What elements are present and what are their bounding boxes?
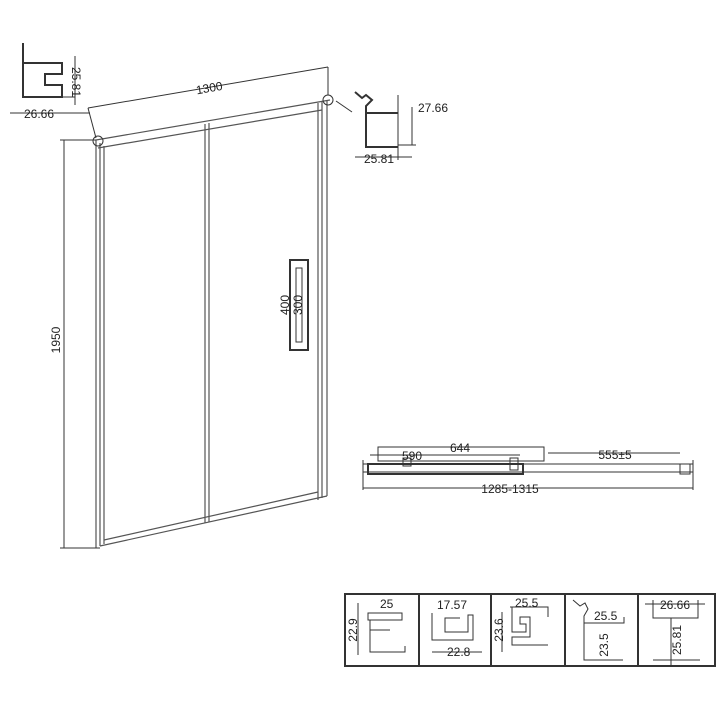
dimension-label: 25.81	[69, 67, 83, 97]
door-elevation: 1300 400 300 1950	[49, 66, 334, 549]
dimension-label: 27.66	[418, 101, 448, 115]
dimension-label: 25	[380, 597, 394, 611]
panel-width: 644	[450, 441, 470, 455]
dimension-label: 23.5	[597, 633, 611, 657]
handle-inner-dimension: 300	[291, 295, 305, 315]
dimension-label: 22.8	[447, 645, 471, 659]
profile-strip: 25 22.9 17.57 22.8 25.5 23.6 25.5 23.5 2…	[344, 593, 716, 667]
dimension-label: 25.81	[364, 152, 394, 166]
detail-marker	[92, 135, 104, 147]
plan-view: 644 590 555±5 1285-1315	[362, 441, 694, 496]
profile-4: 25.5 23.5	[572, 599, 625, 661]
dimension-label: 25.5	[594, 609, 618, 623]
dimension-label: 22.9	[346, 618, 360, 642]
handle-outer-dimension: 400	[278, 295, 292, 315]
dimension-label: 23.6	[492, 618, 506, 642]
glass-width: 590	[402, 449, 422, 463]
dimension-label: 26.66	[24, 107, 54, 121]
opening-width: 555±5	[598, 448, 632, 462]
dimension-label: 25.81	[670, 625, 684, 655]
profile-detail-top-right: 27.66 25.81	[335, 91, 448, 166]
profile-2: 17.57 22.8	[431, 598, 482, 659]
profile-5: 26.66 25.81	[645, 598, 705, 666]
detail-marker	[322, 94, 334, 106]
total-width-range: 1285-1315	[481, 482, 539, 496]
profile-detail-top-left: 25.81 26.66	[10, 43, 90, 121]
dimension-label: 25.5	[515, 596, 539, 610]
width-dimension: 1300	[195, 79, 224, 97]
dimension-label: 26.66	[660, 598, 690, 612]
profile-1: 25 22.9	[346, 597, 406, 655]
handle	[289, 259, 309, 351]
height-dimension: 1950	[49, 326, 63, 353]
profile-3: 25.5 23.6	[492, 596, 549, 652]
dimension-label: 17.57	[437, 598, 467, 612]
